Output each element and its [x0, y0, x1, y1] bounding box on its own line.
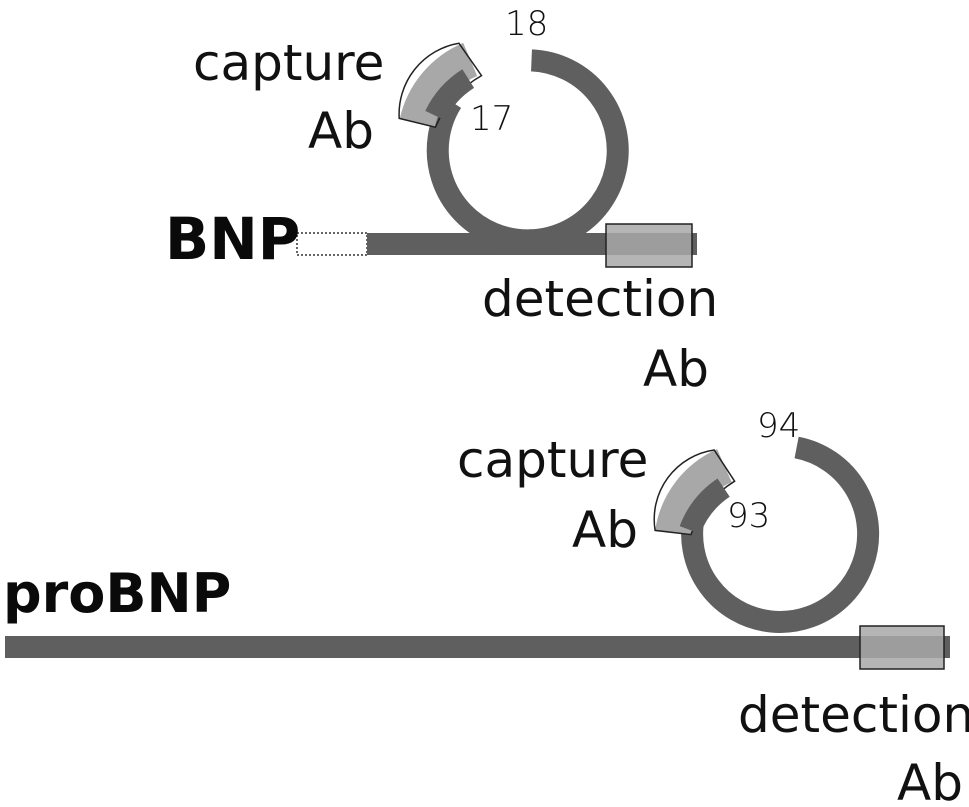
- bnp-cleaved-segment: [296, 232, 368, 256]
- probnp-residue-93: 93: [727, 496, 770, 536]
- bnp-molecule: BNP capture Ab 17 18 detection Ab: [165, 4, 718, 398]
- probnp-detection-antibody: [859, 625, 945, 670]
- bnp-detection-antibody: [605, 223, 693, 268]
- probnp-capture-label-line1: capture: [457, 431, 648, 489]
- bnp-detection-label-line2: Ab: [643, 340, 709, 398]
- probnp-detection-label-line1: detection: [738, 686, 969, 744]
- bnp-ring: [426, 49, 629, 252]
- probnp-ring: [681, 436, 880, 633]
- probnp-capture-label-line2: Ab: [572, 501, 638, 559]
- bnp-ring-start: [425, 69, 475, 121]
- probnp-title: proBNP: [3, 562, 231, 625]
- bnp-capture-label-line2: Ab: [308, 102, 374, 160]
- bnp-residue-17: 17: [470, 99, 513, 139]
- bnp-detection-label-line1: detection: [482, 270, 718, 328]
- bnp-title: BNP: [165, 205, 300, 273]
- probnp-ring-start: [679, 478, 731, 535]
- bnp-capture-antibody: [399, 42, 478, 128]
- probnp-capture-antibody: [655, 449, 733, 536]
- bnp-residue-18: 18: [505, 4, 548, 44]
- probnp-backbone: [5, 636, 950, 658]
- bnp-capture-label-line1: capture: [193, 34, 384, 92]
- probnp-detection-label-line2: Ab: [897, 754, 963, 807]
- probnp-molecule: proBNP capture Ab 93 94 detection Ab: [3, 406, 969, 807]
- probnp-residue-94: 94: [757, 406, 800, 446]
